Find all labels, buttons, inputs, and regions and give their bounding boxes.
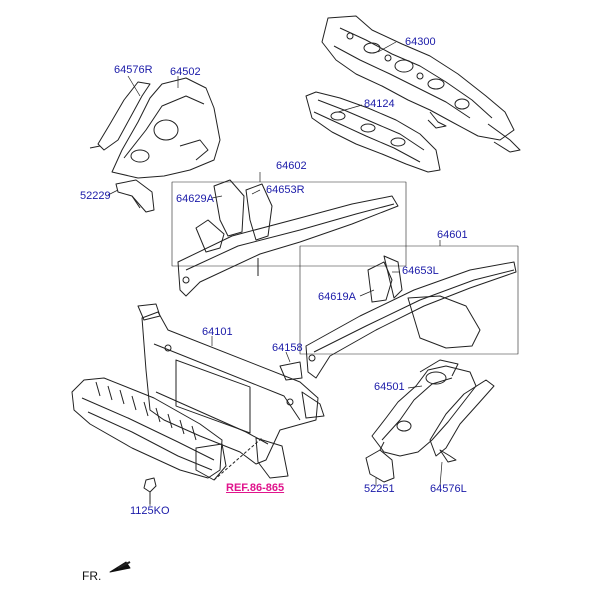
- callout-frame-64602: [171, 181, 407, 267]
- front-direction-arrow-icon: [109, 561, 131, 573]
- label-64576L: 64576L: [430, 483, 467, 495]
- bumper-beam-drawing: [71, 377, 227, 481]
- label-64101: 64101: [202, 326, 233, 338]
- label-64601: 64601: [437, 229, 468, 241]
- apron-64502-drawing: [89, 77, 221, 179]
- side-member-64601-drawing: [305, 255, 517, 379]
- bracket-52229-drawing: [115, 179, 155, 213]
- label-64602: 64602: [276, 160, 307, 172]
- label-52251: 52251: [364, 483, 395, 495]
- label-64502: 64502: [170, 66, 201, 78]
- dash-panel-64300-drawing: [321, 15, 521, 153]
- label-64300: 64300: [405, 36, 436, 48]
- label-64629A: 64629A: [176, 193, 214, 205]
- leader-lines: [107, 41, 443, 506]
- front-label: FR.: [82, 569, 102, 583]
- label-52229: 52229: [80, 190, 111, 202]
- reinforcement-64576L-drawing: [429, 379, 495, 463]
- label-64619A: 64619A: [318, 291, 356, 303]
- label-64653R: 64653R: [266, 184, 305, 196]
- label-64501: 64501: [374, 381, 405, 393]
- bracket-52251-drawing: [365, 441, 395, 483]
- callout-frame-64601: [299, 245, 519, 355]
- label-64158: 64158: [272, 342, 303, 354]
- apron-64501-drawing: [371, 359, 477, 457]
- label-1125KO: 1125KO: [130, 505, 170, 517]
- radiator-support-64101-drawing: [137, 303, 325, 479]
- label-84124: 84124: [364, 98, 395, 110]
- label-64576R: 64576R: [114, 64, 153, 76]
- reference-link[interactable]: REF.86-865: [226, 482, 285, 494]
- bolt-1125KO-drawing: [143, 477, 157, 504]
- label-64653L: 64653L: [402, 265, 439, 277]
- ref-leader: [213, 437, 263, 481]
- bracket-64158-drawing: [279, 361, 303, 381]
- side-member-64602-drawing: [177, 179, 399, 297]
